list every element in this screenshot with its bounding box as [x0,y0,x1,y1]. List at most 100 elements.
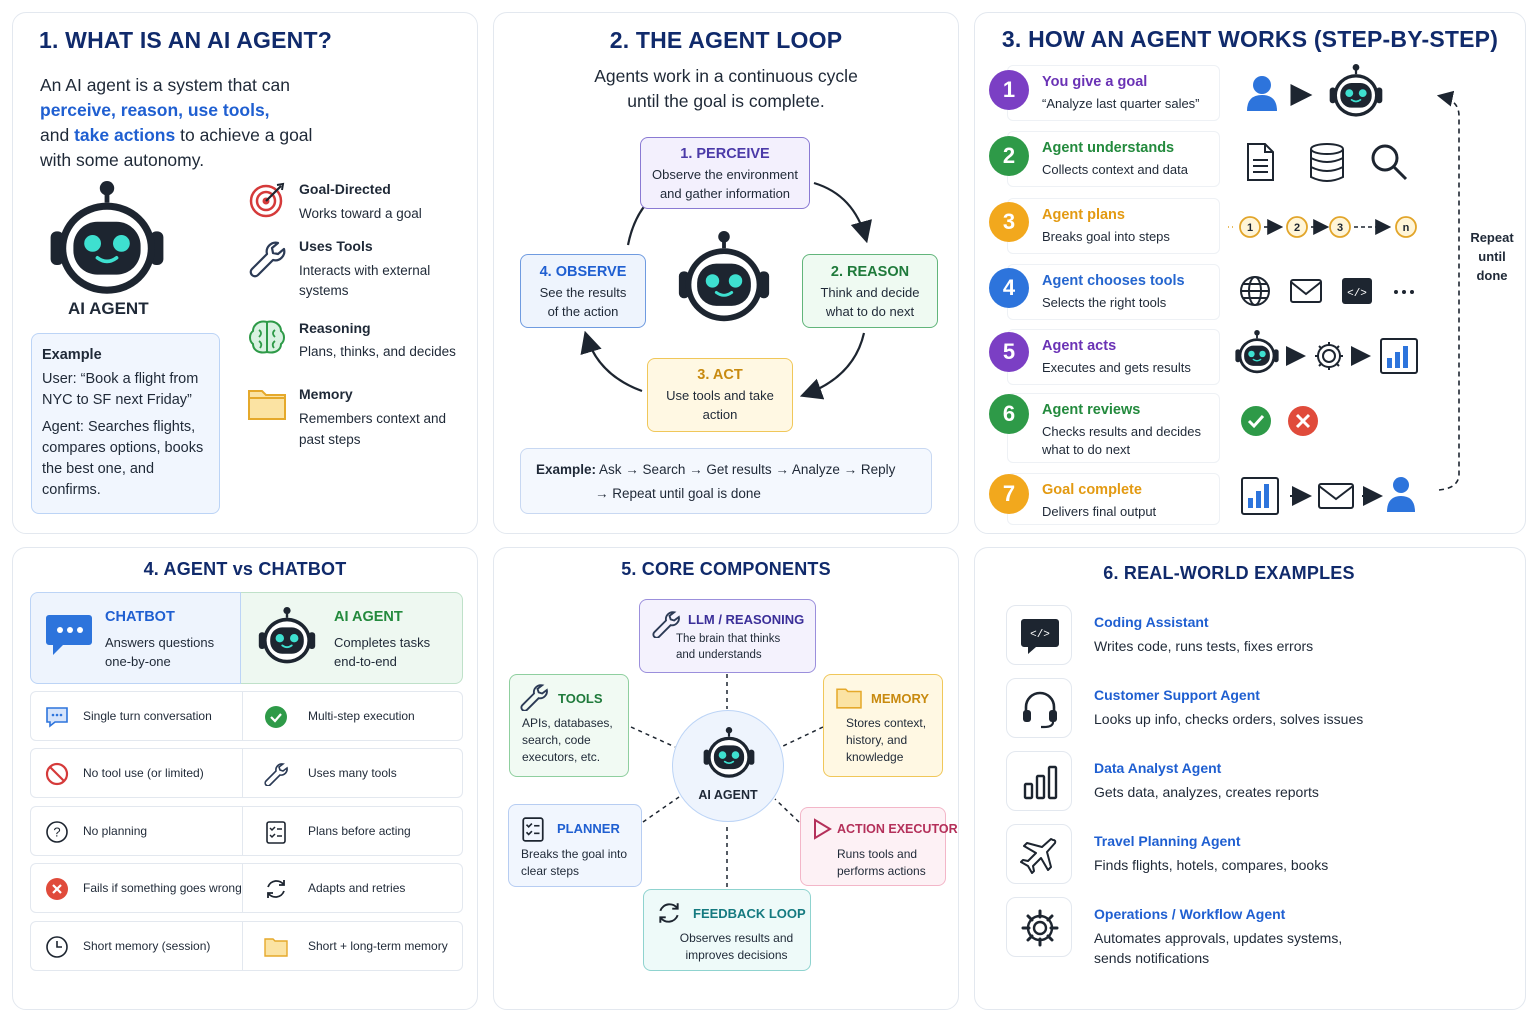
comparison-row: Fails if something goes wrong Adapts and… [30,863,463,913]
wrench-icon [520,684,548,711]
feedback-component: FEEDBACK LOOP Observes results and impro… [643,889,811,971]
example-icon-box [1006,751,1072,811]
example-desc: Gets data, analyzes, creates reports [1094,784,1319,800]
mail-icon [1290,279,1322,303]
no-icon [45,762,69,786]
observe-box: 4. OBSERVE See the results of the action [520,254,646,328]
plan-node: n [1403,222,1410,234]
example-desc: Looks up info, checks orders, solves iss… [1094,711,1364,727]
refresh-icon [267,880,285,898]
component-connectors [630,674,824,887]
example-icon-box: </> [1006,605,1072,665]
agent-desc: Completes tasks end-to-end [334,635,431,669]
plan-steps-icon: 1 2 3 n [1228,216,1417,238]
mail-icon [1318,483,1354,509]
headset-icon [1023,691,1057,729]
loop-example: Example: Ask → Search → Get results → An… [520,448,932,514]
perceive-box: 1. PERCEIVE Observe the environment and … [640,137,810,209]
checklist-icon [266,821,286,844]
panel-title: 1. WHAT IS AN AI AGENT? [39,27,332,53]
database-icon [1310,143,1344,182]
chat-icon [46,707,68,728]
code-icon: </> [1342,278,1372,304]
example-title: Coding Assistant [1094,614,1209,630]
refresh-icon [659,903,679,923]
example-desc: Writes code, runs tests, fixes errors [1094,638,1314,654]
loop-subtitle: Agents work in a continuous cycle until … [594,66,858,111]
feature-title: Uses Tools [299,238,373,254]
reason-box: 2. REASON Think and decide what to do ne… [802,254,938,328]
agent-title: AI AGENT [334,609,403,625]
robot-icon [1330,64,1383,117]
folder-icon [248,390,286,420]
wrench-icon [249,241,286,278]
code-chat-icon: </> [1021,619,1059,654]
example-icon-box [1006,897,1072,957]
example-card: Example User: “Book a flight from NYC to… [31,333,220,514]
example-title: Travel Planning Agent [1094,833,1241,849]
feature-desc: Interacts with external systems [299,263,431,298]
brain-icon [249,320,285,354]
gear-icon [1315,342,1343,370]
more-icon [1394,290,1414,294]
panel-title: 6. REAL-WORLD EXAMPLES [1103,563,1355,583]
chatbot-title: CHATBOT [105,609,175,625]
panel-title: 2. THE AGENT LOOP [609,27,843,53]
executor-component: ACTION EXECUTOR Runs tools and performs … [800,807,958,886]
example-title: Operations / Workflow Agent [1094,906,1286,922]
tools-component: TOOLS APIs, databases, search, code exec… [509,674,629,777]
robot-icon [1235,330,1278,373]
robot-icon [47,181,167,301]
feature-title: Memory [299,386,353,402]
plan-node: 3 [1337,222,1343,234]
plan-node: 1 [1247,222,1253,234]
memory-component: MEMORY Stores context, history, and know… [823,674,943,777]
example-desc: Automates approvals, updates systems, se… [1094,930,1343,966]
close-icon [1288,406,1318,436]
robot-icon [672,231,776,327]
example-title: Customer Support Agent [1094,687,1260,703]
panel-what-is-agent: 1. WHAT IS AN AI AGENT? An AI agent is a… [12,12,478,534]
step-number: 1 [989,70,1029,110]
step-number: 7 [989,474,1029,514]
llm-component: LLM / REASONING The brain that thinks an… [639,599,816,673]
checklist-icon [522,817,544,842]
chat-bubble-icon [46,615,92,655]
comparison-row: Single turn conversation Multi-step exec… [30,691,463,741]
panel-title: 3. HOW AN AGENT WORKS (STEP-BY-STEP) [1001,26,1499,52]
intro-text: An AI agent is a system that can perceiv… [40,75,313,170]
agent-header: AI AGENT Completes tasks end-to-end [241,592,463,684]
wrench-icon [652,611,680,638]
folder-icon [264,938,288,957]
comparison-row: No tool use (or limited) Uses many tools [30,748,463,798]
document-icon [1247,143,1274,181]
svg-text:</>: </> [1030,629,1050,641]
plan-node: 2 [1294,222,1300,234]
feature-desc: Works toward a goal [299,206,422,221]
feature-desc: Remembers context and past steps [299,411,447,447]
example-desc: Finds flights, hotels, compares, books [1094,857,1329,873]
svg-text:</>: </> [1347,288,1367,300]
step-number: 5 [989,332,1029,372]
feature-title: Goal-Directed [299,181,391,197]
feature-desc: Plans, thinks, and decides [299,344,456,359]
center-agent: AI AGENT [672,710,784,822]
step-number: 3 [989,202,1029,242]
play-icon [814,818,832,840]
folder-icon [836,688,862,709]
bar-chart-icon [1380,338,1418,374]
panel-agent-loop: 2. THE AGENT LOOP Agents work in a conti… [493,12,959,534]
user-icon [1387,477,1415,512]
check-icon [1241,406,1271,436]
step-number: 2 [989,136,1029,176]
example-title: Data Analyst Agent [1094,760,1222,776]
panel-title: 5. CORE COMPONENTS [621,559,831,579]
example-icon-box [1006,824,1072,884]
act-box: 3. ACT Use tools and take action [647,358,793,432]
comparison-row: ? No planning Plans before acting [30,806,463,856]
